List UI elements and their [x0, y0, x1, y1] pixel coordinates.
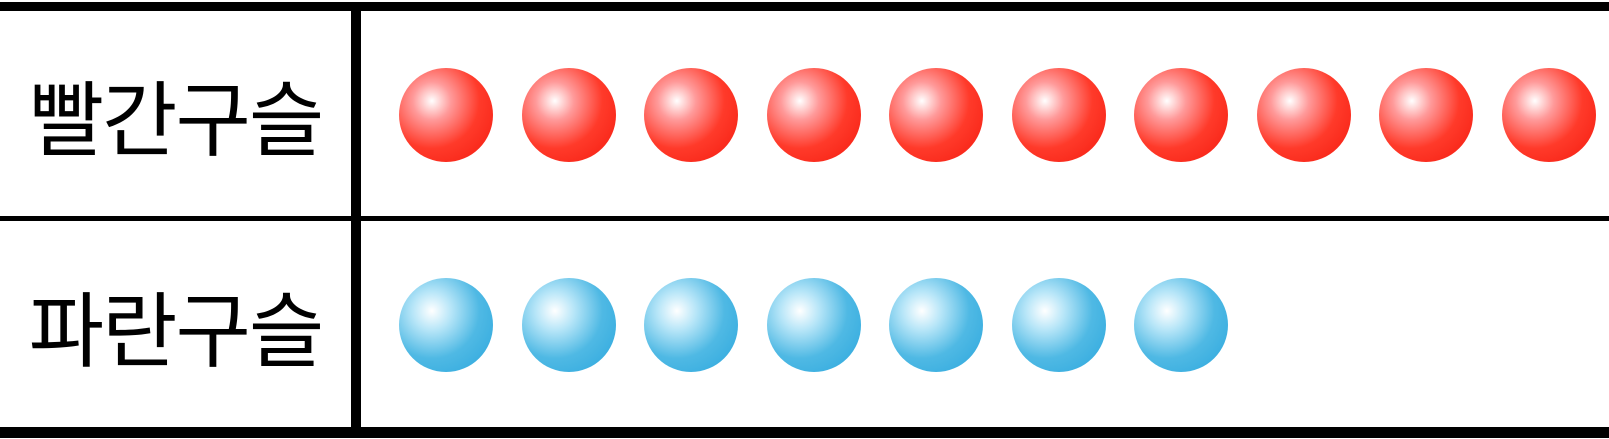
table-top-border: [0, 2, 1609, 11]
red-marble: [522, 68, 616, 162]
red-marble: [1012, 68, 1106, 162]
column-divider: [351, 2, 361, 438]
blue-marble: [1134, 278, 1228, 372]
blue-marble: [644, 278, 738, 372]
row-divider: [0, 216, 1609, 221]
red-marble: [399, 68, 493, 162]
red-marble: [644, 68, 738, 162]
red-marble-row: 빨간구슬: [0, 11, 1609, 216]
red-marble-cell: [361, 11, 1609, 216]
blue-marble: [522, 278, 616, 372]
red-marble: [1502, 68, 1596, 162]
blue-marble-label: 파란구슬: [28, 284, 325, 380]
blue-marble-row: 파란구슬: [0, 221, 1609, 427]
red-marble: [1257, 68, 1351, 162]
red-marble: [1134, 68, 1228, 162]
table-bottom-border: [0, 427, 1609, 438]
blue-marble: [1012, 278, 1106, 372]
blue-marble-cell: [361, 221, 1609, 427]
blue-marble: [889, 278, 983, 372]
blue-marble: [399, 278, 493, 372]
red-marble-label: 빨간구슬: [28, 74, 325, 169]
red-marble: [1379, 68, 1473, 162]
blue-marble: [767, 278, 861, 372]
red-marble: [767, 68, 861, 162]
red-marble: [889, 68, 983, 162]
